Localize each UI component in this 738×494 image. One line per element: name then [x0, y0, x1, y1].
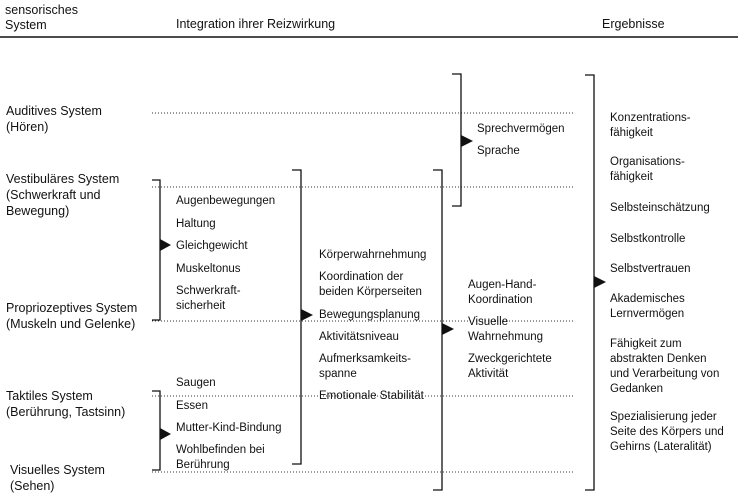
- arrow-speech-group: [461, 135, 473, 147]
- stage2-item: Bewegungsplanung: [319, 309, 421, 321]
- system-proprioceptive: Propriozeptives System (Muskeln und Gele…: [6, 301, 138, 331]
- bracket-perception-group: [433, 169, 443, 491]
- stage1-item: Saugen: [176, 377, 216, 389]
- stage1-item: Gleichgewicht: [176, 240, 248, 252]
- arrow-vestibular-group: [160, 239, 171, 251]
- stage1-item: Wohlbefinden bei Berührung: [176, 444, 265, 471]
- stage1-item: Mutter-Kind-Bindung: [176, 422, 282, 434]
- arrow-results: [594, 276, 606, 288]
- stage1-item: Essen: [176, 400, 208, 412]
- bracket-vestibular-group: [152, 179, 161, 321]
- stage2-item: Aufmerksamkeits- spanne: [319, 353, 412, 380]
- stage3-item: Sprechvermögen: [477, 123, 565, 135]
- stage1-item: Haltung: [176, 218, 216, 230]
- stage1-item: Muskeltonus: [176, 263, 241, 275]
- stage3-item: Visuelle Wahrnehmung: [468, 316, 544, 343]
- system-auditory: Auditives System (Hören): [6, 104, 102, 134]
- stage3-item: Sprache: [477, 145, 520, 157]
- stage2-item: Emotionale Stabilität: [319, 390, 424, 402]
- result-item: Fähigkeit zum abstrakten Denken und Vera…: [610, 338, 720, 395]
- system-vestibular: Vestibuläres System (Schwerkraft und Bew…: [6, 172, 120, 218]
- stage1-item: Augenbewegungen: [176, 195, 276, 207]
- stage2-item: Aktivitätsniveau: [319, 331, 399, 343]
- stage3-item: Zweckgerichtete Aktivität: [468, 353, 552, 380]
- system-dotted-lines: [152, 112, 574, 473]
- bracket-speech-group: [452, 73, 462, 207]
- stage2-item: Koordination der beiden Körperseiten: [319, 271, 422, 298]
- result-item: Selbstvertrauen: [610, 263, 691, 275]
- bracket-tactile-group: [152, 390, 161, 471]
- arrow-perception-group: [442, 323, 454, 335]
- stage3-item: Augen-Hand- Koordination: [468, 279, 537, 306]
- bracket-results: [585, 74, 595, 491]
- result-item: Akademisches Lernvermögen: [610, 293, 685, 320]
- header-results: Ergebnisse: [602, 17, 665, 31]
- arrow-tactile-group: [160, 428, 171, 440]
- result-item: Selbsteinschätzung: [610, 202, 710, 214]
- stage1-item: Schwerkraft- sicherheit: [176, 285, 241, 312]
- header-integration: Integration ihrer Reizwirkung: [176, 17, 336, 31]
- result-item: Konzentrations- fähigkeit: [610, 112, 691, 139]
- result-item: Spezialisierung jeder Seite des Körpers …: [610, 411, 724, 453]
- system-tactile: Taktiles System (Berührung, Tastsinn): [6, 389, 126, 419]
- header-sensory-system: sensorisches System: [5, 3, 78, 32]
- arrow-stage2: [301, 309, 313, 321]
- bracket-stage2: [292, 169, 302, 465]
- system-visual: Visuelles System (Sehen): [10, 463, 105, 493]
- result-item: Organisations- fähigkeit: [610, 156, 685, 183]
- stage2-item: Körperwahrnehmung: [319, 249, 427, 261]
- result-item: Selbstkontrolle: [610, 233, 686, 245]
